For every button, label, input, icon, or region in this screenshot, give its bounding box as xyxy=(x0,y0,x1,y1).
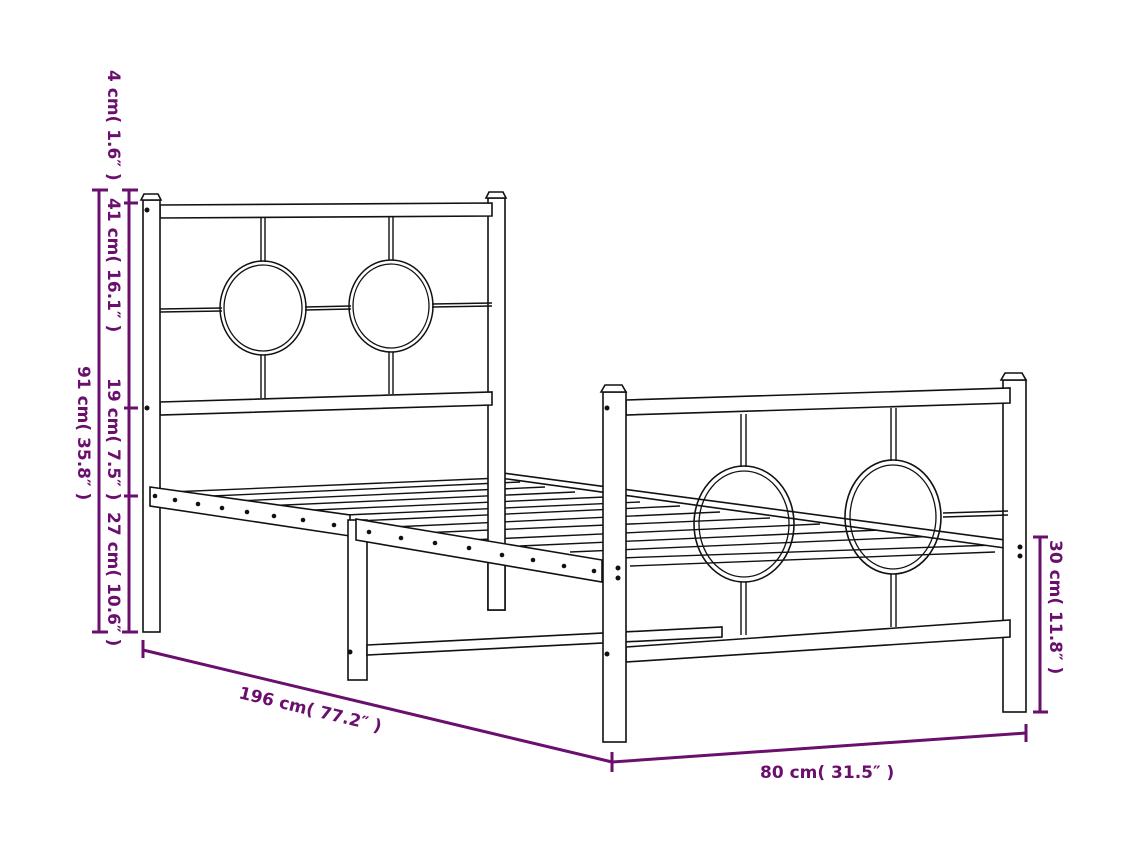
side-rail-right xyxy=(355,518,603,583)
label-under-bed-clearance: 27 cm( 10.6″ ) xyxy=(103,512,123,646)
bed-drawing xyxy=(139,191,1028,743)
dimension-lines xyxy=(92,188,1048,772)
label-width: 80 cm( 31.5″ ) xyxy=(760,763,894,783)
label-footboard-leg: 30 cm( 11.8″ ) xyxy=(1045,540,1065,674)
label-total-height: 91 cm( 35.8″ ) xyxy=(73,366,93,500)
headboard xyxy=(139,191,508,633)
label-headboard-gap: 19 cm( 7.5″ ) xyxy=(103,378,123,500)
dimension-labels: 4 cm( 1.6″ ) 41 cm( 16.1″ ) 19 cm( 7.5″ … xyxy=(73,70,1065,783)
label-headboard-cap: 4 cm( 1.6″ ) xyxy=(103,70,123,181)
label-headboard-panel: 41 cm( 16.1″ ) xyxy=(103,198,123,332)
footboard xyxy=(599,372,1028,743)
middle-leg xyxy=(347,519,723,681)
